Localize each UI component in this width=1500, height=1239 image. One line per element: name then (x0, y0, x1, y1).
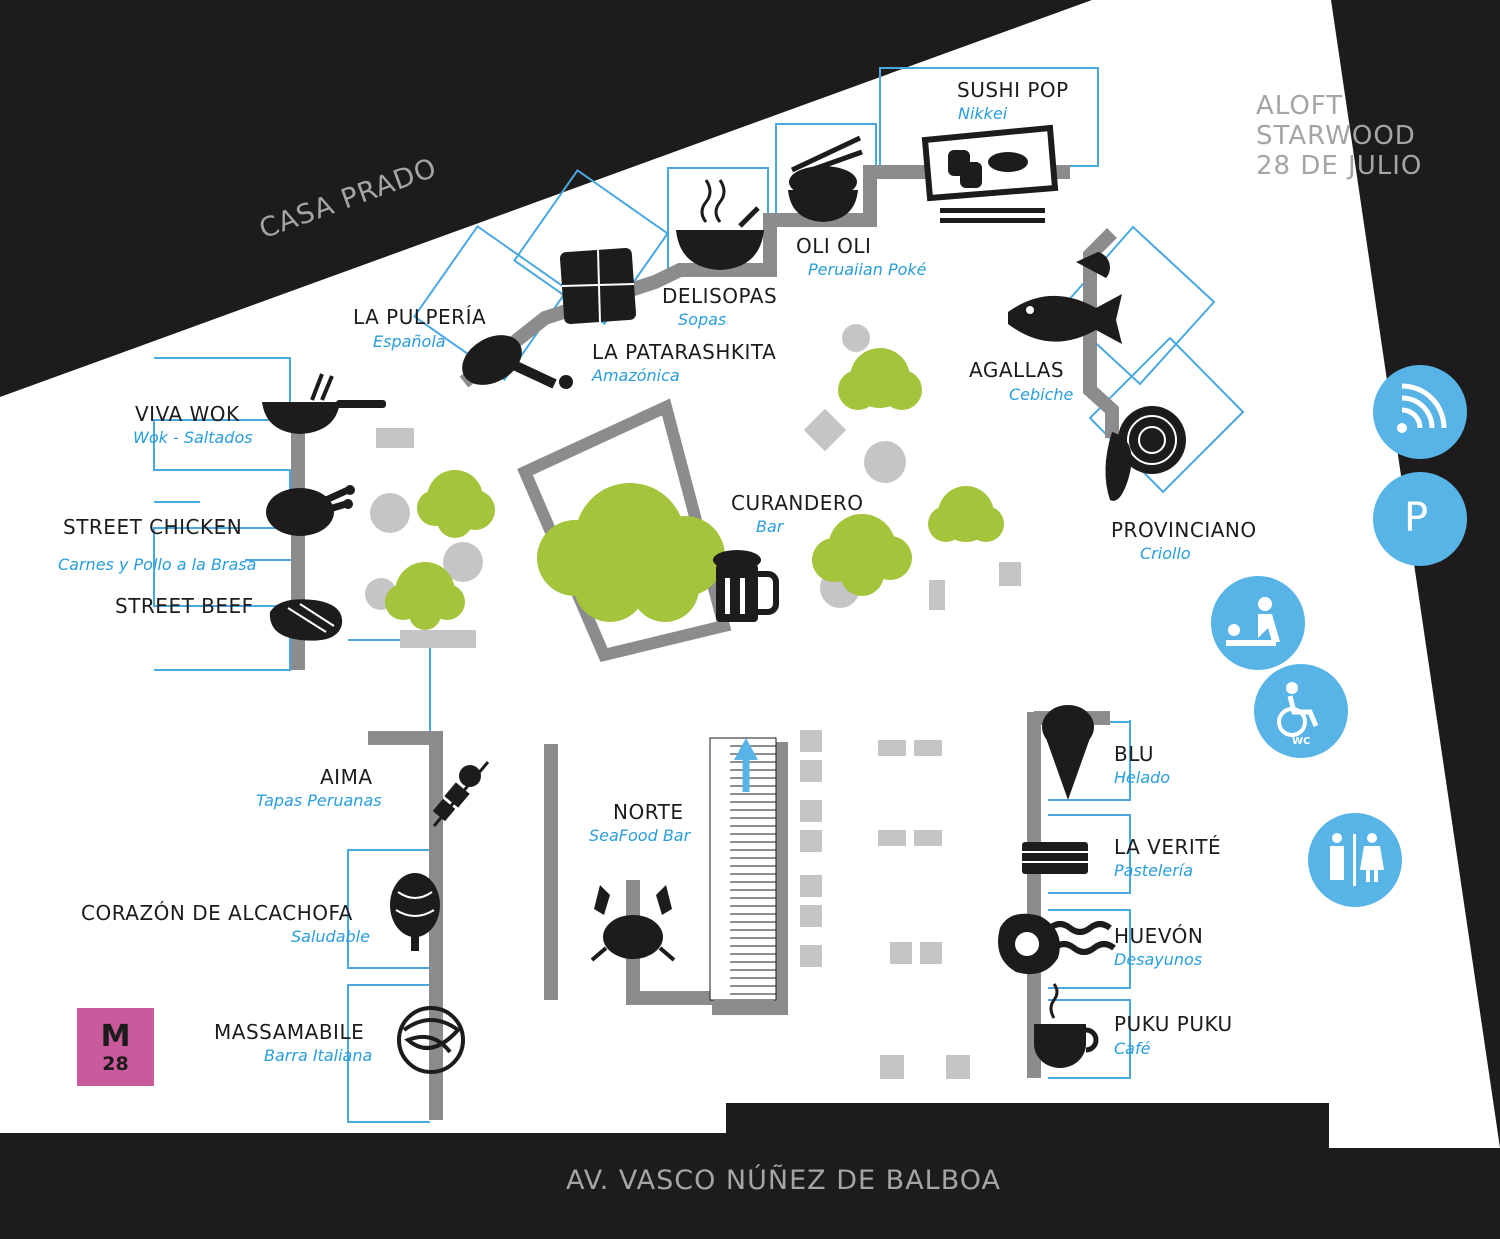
ice-cream-icon (1042, 705, 1094, 800)
stall-name-huevon[interactable]: HUEVÓN (1114, 924, 1204, 948)
stall-name-norte[interactable]: NORTE (613, 800, 684, 824)
stall-category-curandero: Bar (756, 517, 784, 536)
corner-label: ALOFT STARWOOD 28 DE JULIO (1256, 91, 1423, 182)
stall-category-huevon: Desayunos (1114, 950, 1203, 969)
street-label-av-balboa: AV. VASCO NÚÑEZ DE BALBOA (566, 1165, 1001, 1196)
stall-category-oli-oli: Peruaiian Poké (808, 260, 927, 279)
stall-category-blu: Helado (1114, 768, 1171, 787)
soup-bowl-icon (676, 179, 764, 270)
stall-name-aima[interactable]: AIMA (320, 765, 373, 789)
coffee-cup-icon (1034, 983, 1099, 1068)
stall-category-puku-puku: Café (1114, 1039, 1151, 1058)
corner-line-2: STARWOOD (1256, 120, 1416, 151)
logo-line-1: M (100, 1019, 131, 1054)
trees (385, 348, 1004, 630)
stall-category-aima: Tapas Peruanas (256, 791, 382, 810)
wok-icon (262, 373, 386, 434)
stall-name-corazon[interactable]: CORAZÓN DE ALCACHOFA (81, 901, 353, 925)
stall-name-street-beef[interactable]: STREET BEEF (115, 594, 254, 618)
fish-icon (1008, 252, 1122, 344)
corner-line-3: 28 DE JULIO (1256, 150, 1423, 181)
stall-name-provinciano[interactable]: PROVINCIANO (1111, 518, 1257, 542)
stall-category-corazon: Saludable (291, 927, 370, 946)
m28-logo: M 28 (77, 1008, 154, 1086)
stall-category-street-chicken: Carnes y Pollo a la Brasa (58, 555, 257, 574)
roast-chicken-icon (266, 485, 355, 536)
stall-name-delisopas[interactable]: DELISOPAS (662, 284, 778, 308)
egg-bacon-icon (998, 913, 1116, 975)
stall-category-sushi-pop: Nikkei (958, 104, 1008, 123)
stall-name-massamabile[interactable]: MASSAMABILE (214, 1020, 365, 1044)
stall-name-blu[interactable]: BLU (1114, 742, 1155, 766)
restroom-icon[interactable] (1308, 813, 1402, 907)
wc-label: WC (1292, 736, 1311, 747)
stall-category-la-verite: Pastelería (1114, 861, 1194, 880)
stall-name-agallas[interactable]: AGALLAS (969, 358, 1065, 382)
stall-name-la-pulperia[interactable]: LA PULPERÍA (353, 305, 487, 329)
pasta-icon (397, 1006, 465, 1074)
stall-name-la-patarashkita[interactable]: LA PATARASHKITA (592, 340, 777, 364)
wifi-icon[interactable] (1373, 365, 1467, 459)
stall-category-norte: SeaFood Bar (589, 826, 691, 845)
stall-name-sushi-pop[interactable]: SUSHI POP (957, 78, 1069, 102)
wheelchair-icon[interactable] (1254, 664, 1348, 758)
stall-category-viva-wok: Wok - Saltados (133, 428, 253, 447)
skewer-icon (432, 761, 490, 827)
crab-icon (590, 885, 676, 962)
stall-category-agallas: Cebiche (1009, 385, 1074, 404)
steak-icon (269, 599, 343, 641)
stall-name-curandero[interactable]: CURANDERO (731, 491, 864, 515)
rice-bowl-icon (788, 135, 863, 222)
stall-category-la-pulperia: Española (373, 332, 446, 351)
stall-name-street-chicken[interactable]: STREET CHICKEN (63, 515, 243, 539)
stall-category-delisopas: Sopas (678, 310, 727, 329)
ham-leg-icon (462, 335, 573, 389)
parking-label: P (1404, 495, 1429, 541)
wrapped-parcel-icon (559, 247, 637, 325)
stall-name-oli-oli[interactable]: OLI OLI (796, 234, 872, 258)
cake-icon (1022, 842, 1088, 874)
sushi-icon (921, 124, 1059, 223)
parking-icon[interactable] (1373, 472, 1467, 566)
artichoke-icon (390, 873, 440, 951)
stall-name-puku-puku[interactable]: PUKU PUKU (1114, 1012, 1233, 1036)
stall-name-la-verite[interactable]: LA VERITÉ (1114, 835, 1222, 859)
staircase (709, 737, 777, 1001)
stall-category-la-patarashkita: Amazónica (592, 366, 680, 385)
corner-line-1: ALOFT (1256, 91, 1344, 121)
amenities (1211, 365, 1467, 907)
tables (365, 324, 1021, 1079)
stall-name-viva-wok[interactable]: VIVA WOK (135, 402, 240, 426)
pepper-onion-icon (1105, 406, 1186, 501)
logo-line-2: 28 (102, 1053, 129, 1075)
stall-category-massamabile: Barra Italiana (264, 1046, 373, 1065)
baby-changing-icon[interactable] (1211, 576, 1305, 670)
stall-category-provinciano: Criollo (1140, 544, 1191, 563)
beer-mug-icon (713, 550, 779, 622)
